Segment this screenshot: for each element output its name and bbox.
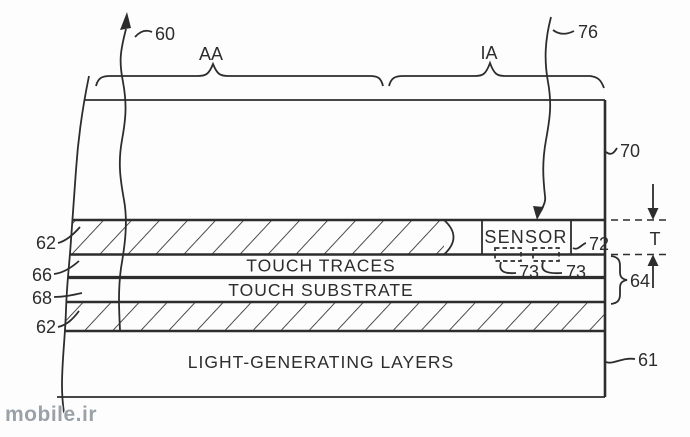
sensor-pad-73-left xyxy=(494,247,522,262)
brace-64 xyxy=(610,255,628,305)
left-cutaway-mask xyxy=(0,70,89,392)
label-thickness-T: T xyxy=(650,229,661,249)
adhesive-layer-bottom-hatch xyxy=(64,303,605,330)
leader-62-bottom xyxy=(57,310,80,328)
leader-73-left xyxy=(499,261,517,275)
label-70: 70 xyxy=(620,141,640,161)
leader-66 xyxy=(53,260,80,275)
label-62-bottom: 62 xyxy=(36,317,56,337)
thickness-arrow-down xyxy=(647,208,659,220)
leader-72 xyxy=(572,242,587,250)
adhesive-layer-top-rounded-cap xyxy=(443,219,455,256)
leader-70 xyxy=(605,147,618,155)
leader-73-right xyxy=(541,261,563,275)
label-73-right: 73 xyxy=(566,262,586,282)
touch-traces-layer-label: TOUCH TRACES xyxy=(246,256,395,276)
label-62-top: 62 xyxy=(36,233,56,253)
label-60: 60 xyxy=(155,24,175,44)
light-generating-layer-label: LIGHT-GENERATING LAYERS xyxy=(188,352,454,372)
lead-line-76-squiggle xyxy=(540,16,552,212)
touch-substrate-layer-label: TOUCH SUBSTRATE xyxy=(228,280,413,300)
label-72: 72 xyxy=(589,234,609,254)
inactive-area-label: IA xyxy=(480,43,497,63)
leader-62-top xyxy=(57,226,81,244)
leader-61 xyxy=(605,357,636,364)
leader-60 xyxy=(134,29,153,38)
inactive-area-brace xyxy=(388,60,605,89)
label-66: 66 xyxy=(32,265,52,285)
down-arrow-76 xyxy=(533,206,544,220)
active-area-label: AA xyxy=(199,44,223,64)
adhesive-layer-top-hatch xyxy=(66,221,444,254)
label-64: 64 xyxy=(630,271,650,291)
label-61: 61 xyxy=(638,350,658,370)
label-76: 76 xyxy=(578,22,598,42)
up-arrow-60 xyxy=(120,12,131,30)
thickness-arrow-up xyxy=(647,254,659,266)
leader-68 xyxy=(53,292,83,298)
sensor-pad-73-right xyxy=(532,247,560,262)
label-73-left: 73 xyxy=(519,262,539,282)
watermark-text: mobile.ir xyxy=(5,403,98,426)
sensor-layer-label: SENSOR xyxy=(484,227,567,247)
label-68: 68 xyxy=(32,288,52,308)
lead-line-60-squiggle xyxy=(118,28,127,331)
active-area-brace xyxy=(95,61,384,87)
leader-76 xyxy=(552,29,575,35)
